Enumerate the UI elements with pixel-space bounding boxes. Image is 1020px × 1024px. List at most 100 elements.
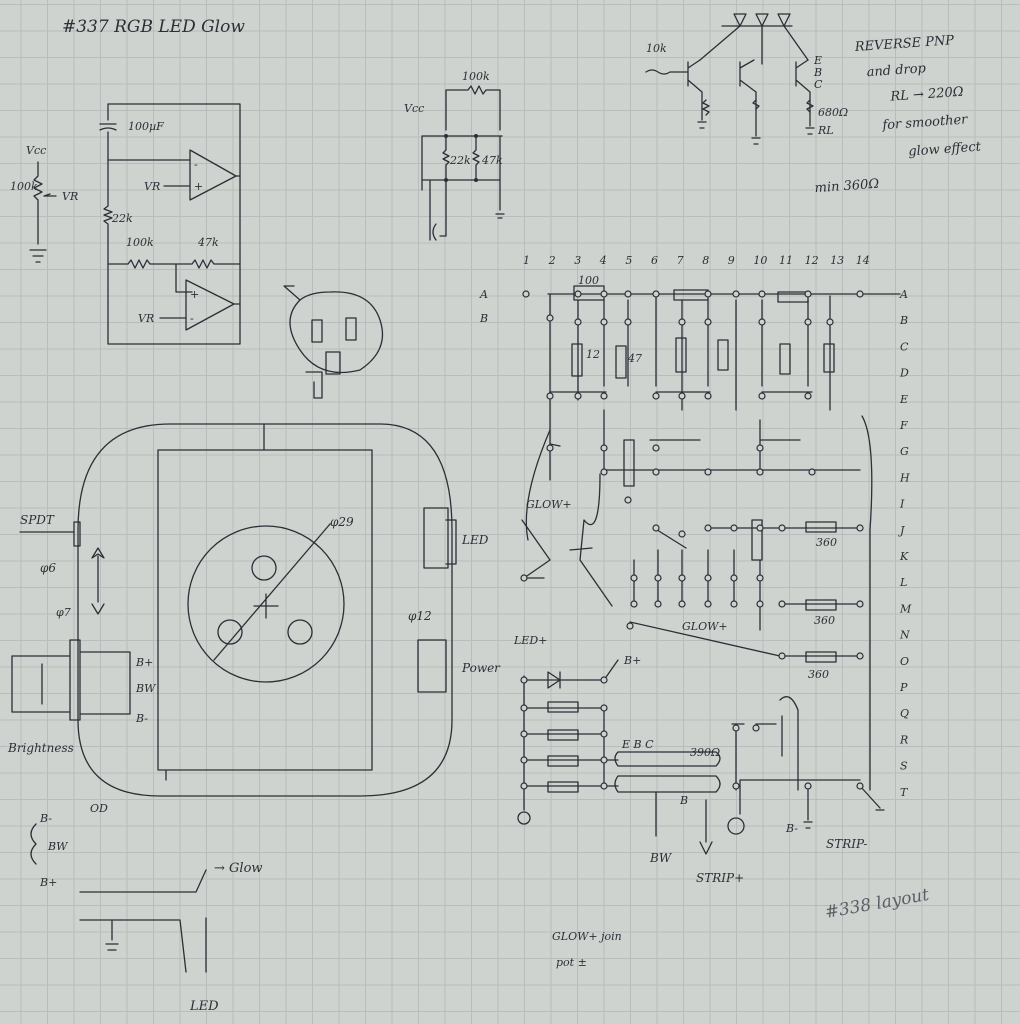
opamp2-inputs	[159, 303, 241, 319]
footnote-line-2: pot ±	[556, 956, 587, 969]
board-hole	[624, 290, 632, 298]
side-cutouts	[417, 507, 457, 693]
note-line-1: REVERSE PNP	[853, 33, 954, 55]
svg-text:+: +	[194, 180, 203, 193]
bw-wire-label: BW	[649, 851, 673, 865]
pot-outline	[283, 285, 384, 399]
diameter-7-label: φ7	[56, 606, 71, 619]
board-hole	[732, 290, 740, 298]
brightness-label: Brightness	[7, 741, 74, 755]
board-hole	[600, 290, 608, 298]
column-label-4: 4	[599, 254, 607, 267]
board-hole	[600, 318, 608, 326]
pin-e-label: E	[813, 54, 822, 67]
row-label-O: O	[900, 655, 909, 668]
board-hole	[546, 314, 554, 322]
column-label-10: 10	[753, 254, 767, 267]
bplus-label: B+	[623, 654, 641, 667]
r390-label: 390Ω	[690, 746, 720, 759]
opamp-wires	[99, 103, 241, 345]
r100k-top-label: 100k	[462, 70, 490, 83]
column-label-3: 3	[574, 254, 581, 267]
row-label-A: A	[899, 288, 908, 301]
board-hole	[758, 318, 766, 326]
board-hole	[856, 524, 864, 532]
right-bus	[861, 415, 873, 791]
board-hole	[652, 524, 660, 532]
r22k-mid-label: 22k	[449, 154, 471, 167]
bias-resistors	[571, 337, 835, 379]
vcc-label-2: Vcc	[404, 102, 424, 115]
transistor-3	[795, 59, 815, 135]
board-hole	[804, 290, 812, 298]
r47-label: 47	[627, 352, 642, 365]
board-hole	[678, 530, 686, 538]
opamp1-triangle	[189, 149, 237, 201]
row-label-R: R	[899, 733, 908, 746]
board-hole	[732, 724, 740, 732]
board-hole	[804, 318, 812, 326]
divider-wiring	[421, 135, 505, 241]
r47k-mid-label: 47k	[481, 154, 503, 167]
board-hole	[678, 392, 686, 400]
board-hole	[546, 392, 554, 400]
cap-label: 100µF	[128, 120, 164, 133]
board-hole	[630, 574, 638, 582]
row-label-left-B: B	[479, 312, 488, 325]
board-hole	[732, 782, 740, 790]
transistor-packages	[603, 751, 721, 837]
enclosure-outline	[77, 423, 453, 797]
led-plus-label: LED+	[513, 634, 547, 647]
board-hole	[652, 290, 660, 298]
board-hole	[756, 468, 764, 476]
svg-text:+: +	[190, 288, 199, 301]
next-project-ref: #338 layout	[823, 885, 930, 923]
diameter-12-label: φ12	[408, 609, 432, 623]
plus-terminal	[517, 811, 531, 825]
r47k-label: 47k	[197, 236, 219, 249]
middle-traces	[549, 391, 861, 487]
r12-label: 12	[586, 348, 600, 361]
board-hole	[704, 574, 712, 582]
board-hole	[624, 496, 632, 504]
pot-bminus-label: B-	[135, 712, 148, 725]
opamp1-inputs	[107, 159, 241, 187]
board-hole	[704, 290, 712, 298]
board-hole	[758, 392, 766, 400]
r680-label: 680Ω	[818, 106, 848, 119]
board-hole	[778, 600, 786, 608]
board-hole	[856, 290, 864, 298]
note-line-4: for smoother	[881, 112, 969, 133]
board-hole	[756, 524, 764, 532]
led-bank	[699, 13, 809, 65]
board-hole	[704, 524, 712, 532]
column-label-5: 5	[625, 254, 632, 267]
board-hole	[600, 392, 608, 400]
pot-bplus-label: B+	[135, 656, 153, 669]
mount-hole-left	[217, 619, 243, 645]
board-hole	[756, 444, 764, 452]
r22k-label: 22k	[111, 212, 133, 225]
board-hole	[600, 756, 608, 764]
vcc-label: Vcc	[26, 144, 46, 157]
emitter-resistors	[702, 99, 814, 116]
board-hole	[520, 574, 528, 582]
board-hole	[574, 392, 582, 400]
note-line-2: and drop	[866, 61, 927, 80]
design-notes: REVERSE PNP and drop RL → 220Ω for smoot…	[814, 33, 982, 196]
board-hole	[826, 318, 834, 326]
board-hole	[752, 724, 760, 732]
board-holes	[520, 290, 864, 790]
vr-label: VR	[62, 190, 78, 203]
column-label-9: 9	[728, 254, 735, 267]
column-label-14: 14	[856, 254, 870, 267]
bminus-terminal-label: B-	[785, 822, 798, 835]
board-hole	[804, 392, 812, 400]
output-caps	[731, 696, 885, 829]
note-line-6: min 360Ω	[814, 177, 880, 196]
board-hole	[600, 468, 608, 476]
pot-sketch	[283, 285, 384, 399]
led-port-label: LED	[461, 533, 489, 547]
